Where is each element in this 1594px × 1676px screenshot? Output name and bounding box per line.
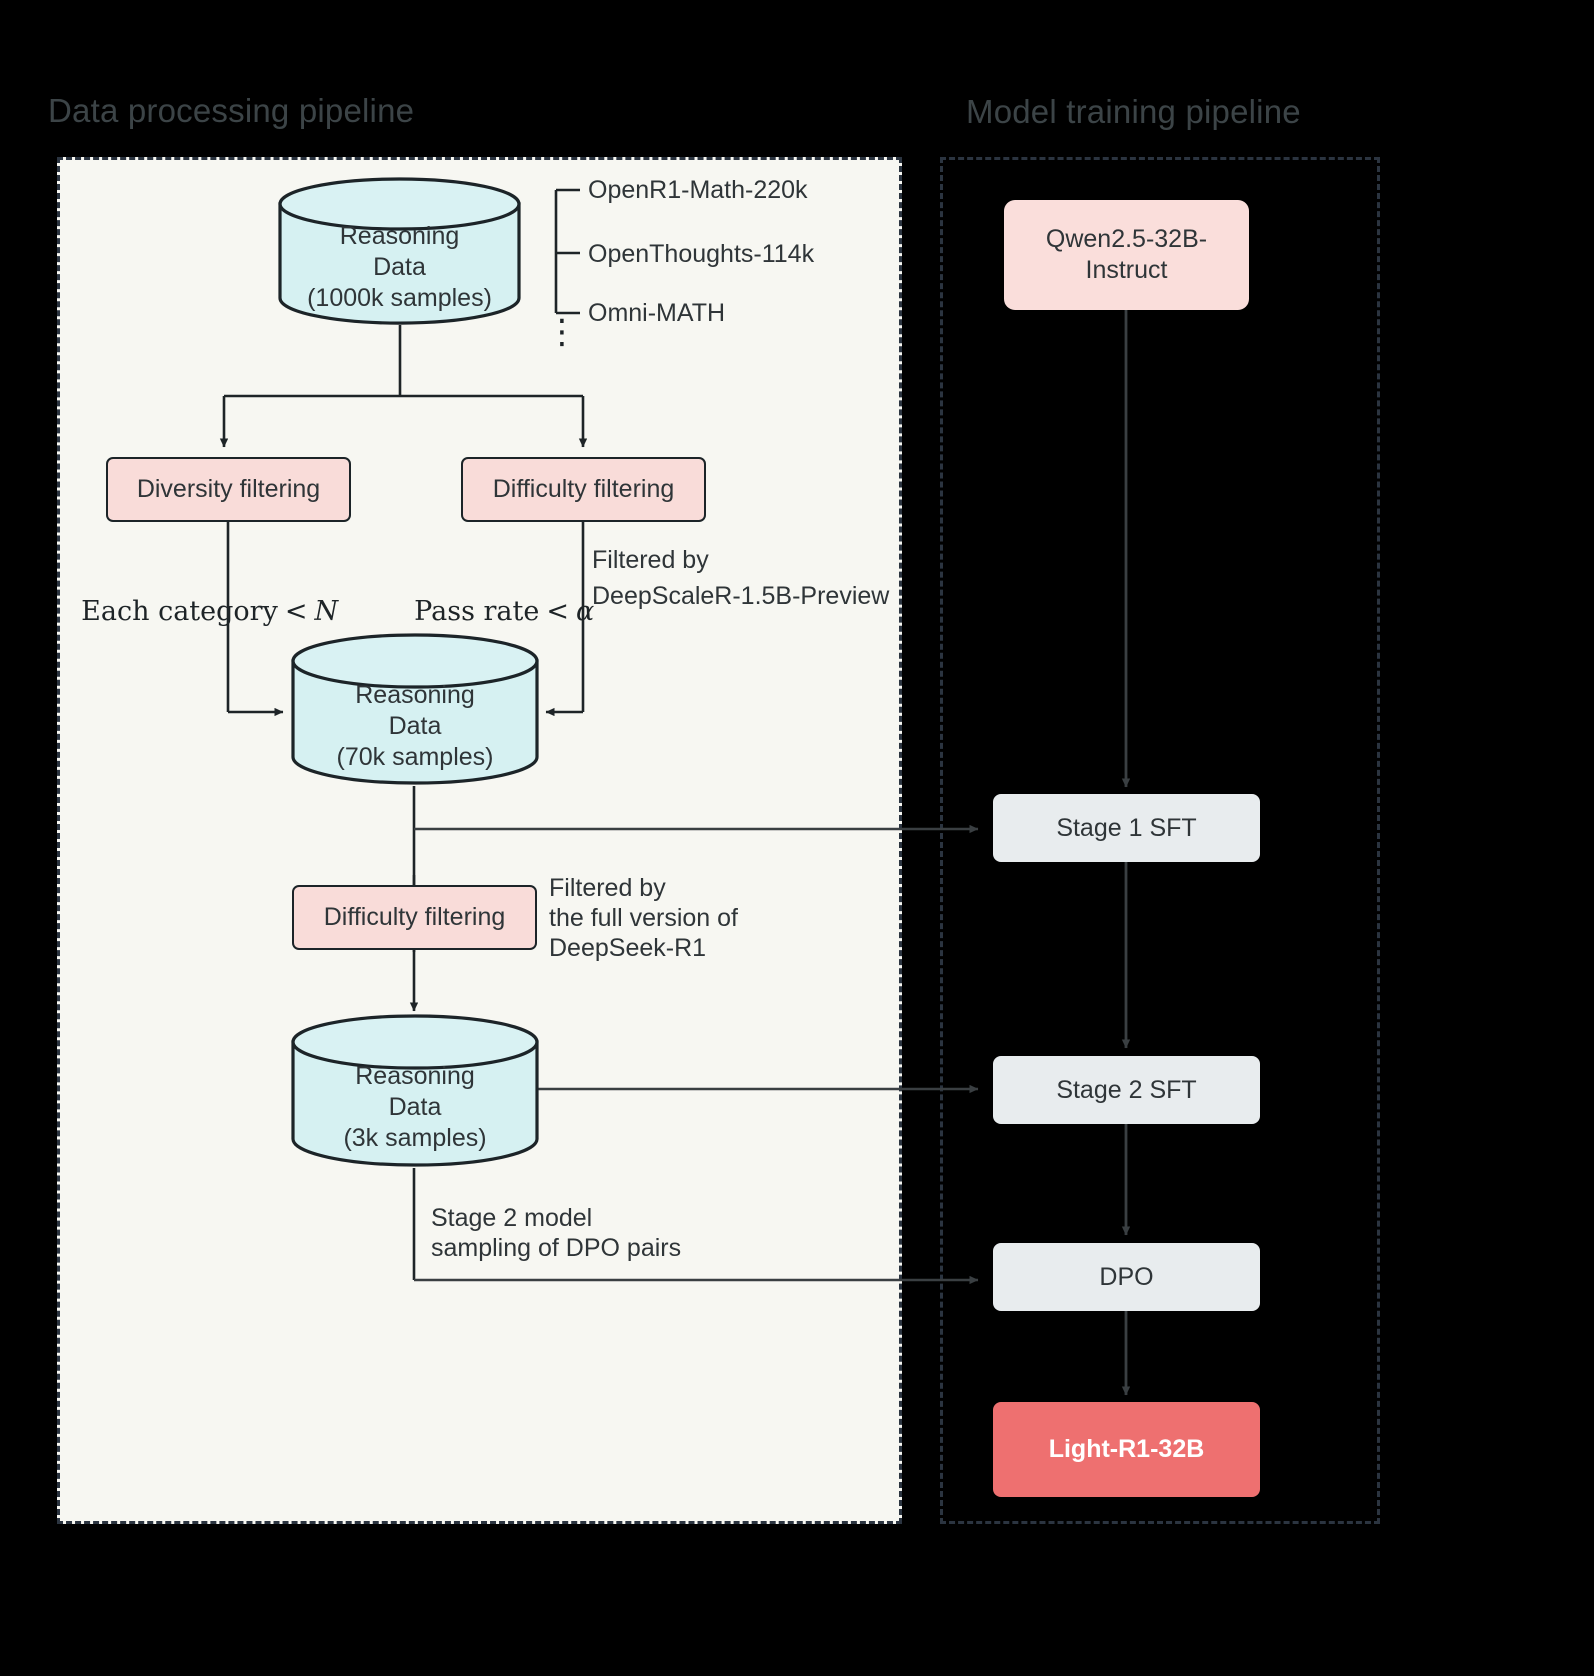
source-item-1: OpenThoughts-114k [588, 240, 815, 268]
diversity-condition-label: Each category<N [81, 596, 339, 627]
difficulty-filtering-box-1[interactable]: Difficulty filtering [461, 457, 706, 522]
training-step-stage-2-sft-label: Stage 2 SFT [1056, 1075, 1197, 1104]
left-section-title: Data processing pipeline [48, 92, 415, 129]
source-item-0: OpenR1-Math-220k [588, 176, 808, 204]
training-step-stage-2-sft[interactable]: Stage 2 SFT [993, 1056, 1260, 1124]
training-step-stage-1-sft[interactable]: Stage 1 SFT [993, 794, 1260, 862]
difficulty-condition-label: Pass rate<α [414, 596, 595, 627]
reasoning-data-1000k-store: Reasoning Data (1000k samples) [277, 176, 522, 326]
reasoning-data-70k-store: Reasoning Data (70k samples) [290, 632, 540, 786]
training-step-dpo-label: DPO [1099, 1262, 1154, 1291]
source-list-ellipsis-icon: ⋮ [545, 313, 579, 351]
filtered-by-note-1-line-1: DeepScaleR-1.5B-Preview [592, 582, 890, 610]
training-step-light-r1-32b[interactable]: Light-R1-32B [993, 1402, 1260, 1497]
filtered-by-note-2-line-2: DeepSeek-R1 [549, 934, 707, 962]
filtered-by-note-2-line-0: Filtered by [549, 874, 666, 902]
diversity-filtering-box[interactable]: Diversity filtering [106, 457, 351, 522]
reasoning-data-3k-store: Reasoning Data (3k samples) [290, 1013, 540, 1168]
difficulty-filtering-label-1: Difficulty filtering [492, 475, 675, 503]
training-step-dpo[interactable]: DPO [993, 1243, 1260, 1311]
training-pipeline-panel [940, 157, 1380, 1524]
source-item-2: Omni-MATH [588, 299, 726, 327]
data-pipeline-panel [57, 157, 902, 1524]
filtered-by-note-1-line-0: Filtered by [592, 546, 709, 574]
diversity-filtering-label: Diversity filtering [136, 475, 321, 503]
right-section-title: Model training pipeline [966, 93, 1301, 130]
dpo-note-line-1: sampling of DPO pairs [431, 1234, 682, 1262]
dpo-note-line-0: Stage 2 model [431, 1204, 593, 1232]
difficulty-filtering-label-2: Difficulty filtering [323, 903, 506, 931]
training-step-base-model[interactable]: Qwen2.5-32B- Instruct [1004, 200, 1249, 310]
training-step-light-r1-32b-label: Light-R1-32B [1048, 1435, 1205, 1463]
filtered-by-note-2-line-1: the full version of [549, 904, 738, 932]
training-step-base-model-label: Qwen2.5-32B- Instruct [1045, 225, 1208, 284]
training-step-stage-1-sft-label: Stage 1 SFT [1056, 813, 1197, 842]
difficulty-filtering-box-2[interactable]: Difficulty filtering [292, 885, 537, 950]
